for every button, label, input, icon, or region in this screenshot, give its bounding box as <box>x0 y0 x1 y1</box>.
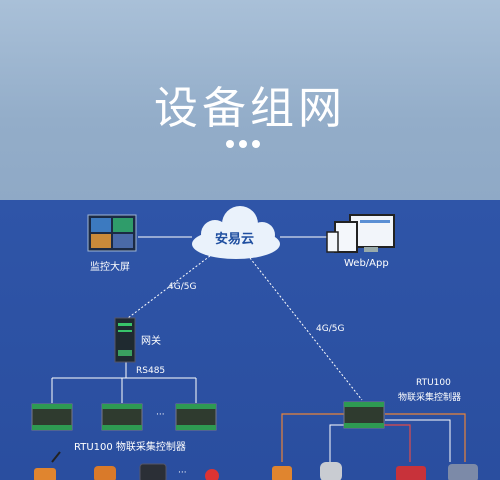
alarm-device[interactable] <box>205 469 219 480</box>
rtu-controller-right[interactable] <box>343 401 385 429</box>
rtu-controller-3[interactable] <box>175 403 217 431</box>
network-diagram: 安易云 监控大屏 Web/App 4G/5G 4G/5G 网关 RS485 ··… <box>0 200 500 480</box>
field-wire-white <box>329 424 355 462</box>
monitor-wall-icon[interactable] <box>87 214 137 252</box>
monitor-label: 监控大屏 <box>90 262 130 273</box>
field-device-orange[interactable] <box>272 466 292 480</box>
carousel-dot[interactable] <box>226 140 234 148</box>
link-cloud-rtu-right <box>249 257 363 401</box>
cloud-icon[interactable] <box>192 206 280 259</box>
sensor-device-3[interactable] <box>139 463 167 480</box>
carousel-dot[interactable] <box>252 140 260 148</box>
gateway-label: 网关 <box>141 336 161 347</box>
field-device-motor[interactable] <box>448 464 478 480</box>
rtu-controller-2[interactable] <box>101 403 143 431</box>
carousel-dots <box>226 140 260 148</box>
webapp-devices-icon[interactable] <box>326 214 395 253</box>
rtu-right-label-1: RTU100 <box>416 378 451 388</box>
device-ellipsis: ··· <box>178 468 187 478</box>
rtu-controller-1[interactable] <box>31 403 73 431</box>
cloud-label: 安易云 <box>215 232 255 247</box>
sensor-device-1[interactable] <box>34 451 61 480</box>
header-banner: 设备组网 <box>0 0 500 200</box>
field-device-tank[interactable] <box>320 462 342 480</box>
carousel-dot[interactable] <box>239 140 247 148</box>
field-wire-orange <box>281 413 344 462</box>
field-wire-white-2 <box>385 419 451 462</box>
sensor-device-2[interactable] <box>94 466 116 480</box>
rtu-group-label: RTU100 物联采集控制器 <box>74 442 186 453</box>
webapp-label: Web/App <box>344 258 389 269</box>
controller-ellipsis: ··· <box>156 410 165 420</box>
field-wire-red <box>375 424 411 462</box>
rtu-right-label-2: 物联采集控制器 <box>398 393 462 403</box>
link-cloud-gateway <box>127 255 211 319</box>
gateway-device-icon[interactable] <box>114 317 136 363</box>
bus-label: RS485 <box>136 366 166 376</box>
link-right-label: 4G/5G <box>316 324 345 334</box>
diagram-graphics <box>31 206 478 480</box>
field-device-pump[interactable] <box>396 466 426 480</box>
page-title: 设备组网 <box>154 83 346 134</box>
field-wire-orange-2 <box>385 413 466 462</box>
link-left-label: 4G/5G <box>168 282 197 292</box>
